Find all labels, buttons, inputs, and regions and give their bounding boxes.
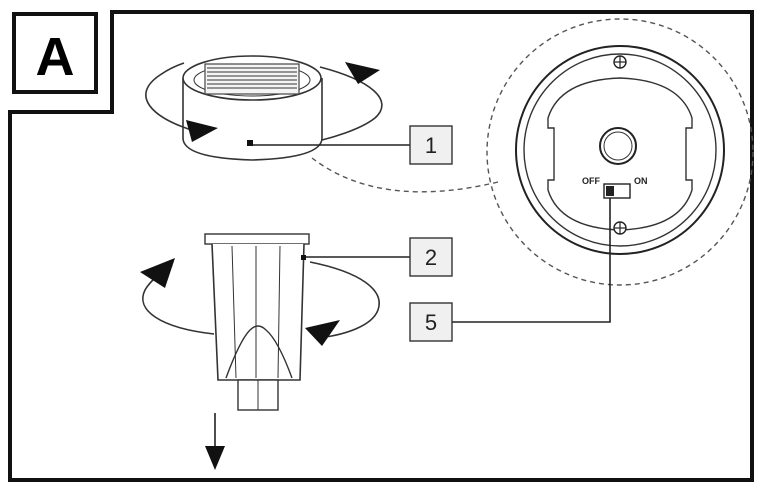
callout-1: 1 — [409, 125, 453, 165]
panel-letter: A — [36, 27, 75, 87]
callout-5-label: 5 — [425, 310, 437, 335]
down-arrow-icon — [205, 413, 225, 470]
on-off-switch: OFF ON — [582, 176, 648, 199]
cap-underside-detail: OFF ON — [486, 18, 754, 286]
curved-rotation-arrow-icon — [145, 62, 383, 142]
zoom-connector — [311, 157, 499, 193]
callout-1-label: 1 — [425, 133, 437, 158]
callout-2: 2 — [409, 237, 453, 277]
solar-cap — [182, 55, 323, 161]
panel-label: A — [12, 12, 98, 94]
ground-stake — [204, 233, 310, 411]
callout-2-label: 2 — [425, 245, 437, 270]
screw-head-icon — [613, 55, 627, 69]
curved-rotation-arrow-icon — [140, 258, 380, 346]
diagram-frame — [8, 10, 754, 482]
callout-5: 5 — [409, 302, 453, 342]
solar-panel — [204, 63, 300, 95]
screw-head-icon — [613, 221, 627, 235]
switch-on-label: ON — [634, 176, 648, 186]
switch-off-label: OFF — [582, 176, 600, 186]
